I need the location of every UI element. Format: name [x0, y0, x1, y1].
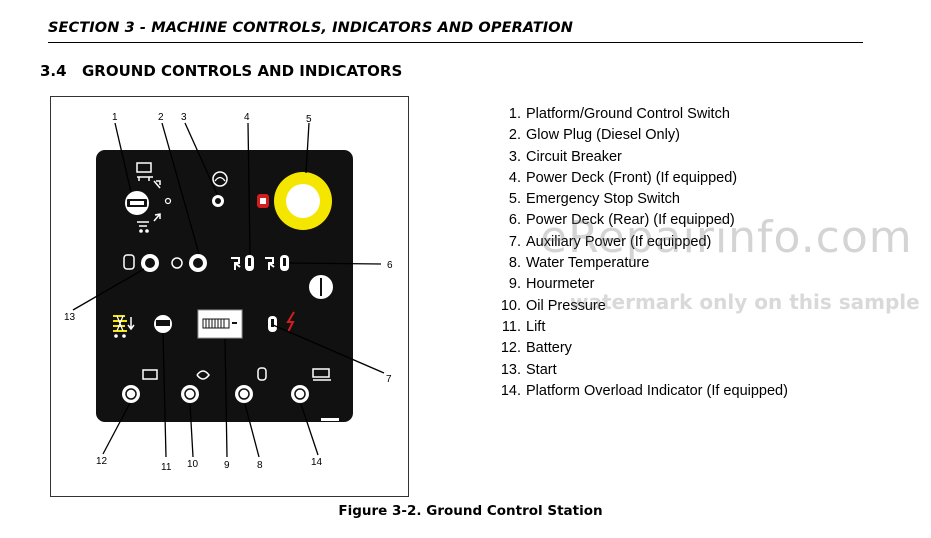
panel-tag	[321, 418, 339, 421]
callout-2: 2	[158, 112, 164, 123]
legend-item: 4.Power Deck (Front) (If equipped)	[508, 169, 738, 186]
callout-1: 1	[112, 112, 118, 123]
leader-lines	[72, 122, 385, 458]
glow-plug-icon	[171, 254, 207, 272]
platform-ground-switch-icon	[125, 162, 172, 233]
legend-item: 11.Lift	[501, 318, 546, 335]
callout-4: 4	[244, 112, 250, 123]
hourmeter-icon	[197, 309, 243, 339]
callout-3: 3	[181, 112, 187, 123]
legend-item: 14.Platform Overload Indicator (If equip…	[500, 382, 788, 399]
callout-11: 11	[161, 462, 172, 473]
figure-caption: Figure 3-2. Ground Control Station	[338, 503, 603, 519]
callout-7: 7	[386, 374, 392, 385]
emergency-stop-icon	[257, 172, 332, 230]
platform-overload-indicator-icon	[291, 368, 331, 403]
section-title: GROUND CONTROLS AND INDICATORS	[82, 62, 403, 80]
watermark-note: watermark only on this sample	[570, 290, 920, 314]
legend-item: 5.Emergency Stop Switch	[508, 191, 680, 208]
legend-item: 2.Glow Plug (Diesel Only)	[508, 127, 680, 144]
control-panel-svg: 1 2 3 4 5 6 7 8 9 10 11 12 13 14	[64, 112, 393, 473]
section-header: SECTION 3 - MACHINE CONTROLS, INDICATORS…	[48, 20, 573, 36]
legend-item: 1.Platform/Ground Control Switch	[508, 106, 730, 122]
auxiliary-power-icon	[268, 311, 295, 333]
component-legend: 1.Platform/Ground Control Switch 2.Glow …	[493, 104, 893, 402]
lift-icon	[113, 315, 172, 338]
legend-item: 13.Start	[500, 361, 557, 378]
power-deck-rear-icon	[265, 255, 289, 271]
callout-10: 10	[187, 459, 199, 470]
callout-8: 8	[257, 460, 263, 471]
legend-item: 6.Power Deck (Rear) (If equipped)	[508, 212, 735, 229]
callout-5: 5	[306, 114, 312, 125]
legend-item: 3.Circuit Breaker	[508, 148, 622, 165]
legend-item: 8.Water Temperature	[508, 255, 650, 272]
legend-item: 10.Oil Pressure	[500, 297, 606, 314]
oil-pressure-indicator-icon	[181, 370, 210, 403]
header-divider	[48, 42, 863, 43]
callout-12: 12	[96, 456, 108, 467]
section-number: 3.4	[40, 62, 67, 80]
power-deck-front-icon	[231, 255, 254, 271]
watermark-logo: eRepairinfo.com	[540, 212, 913, 263]
ground-control-diagram: 1 2 3 4 5 6 7 8 9 10 11 12 13 14	[50, 96, 409, 497]
start-icon	[123, 254, 159, 272]
callout-6: 6	[387, 260, 393, 271]
legend-item: 12.Battery	[500, 340, 572, 357]
battery-indicator-icon	[122, 369, 158, 403]
water-temp-gauge-icon	[309, 275, 333, 299]
callout-13: 13	[64, 312, 76, 323]
callout-14: 14	[311, 457, 323, 468]
legend-item: 7.Auxiliary Power (If equipped)	[508, 233, 712, 250]
water-temp-indicator-icon	[235, 367, 267, 403]
circuit-breaker-icon	[212, 171, 228, 207]
legend-item: 9.Hourmeter	[508, 276, 595, 293]
callout-9: 9	[224, 460, 230, 471]
